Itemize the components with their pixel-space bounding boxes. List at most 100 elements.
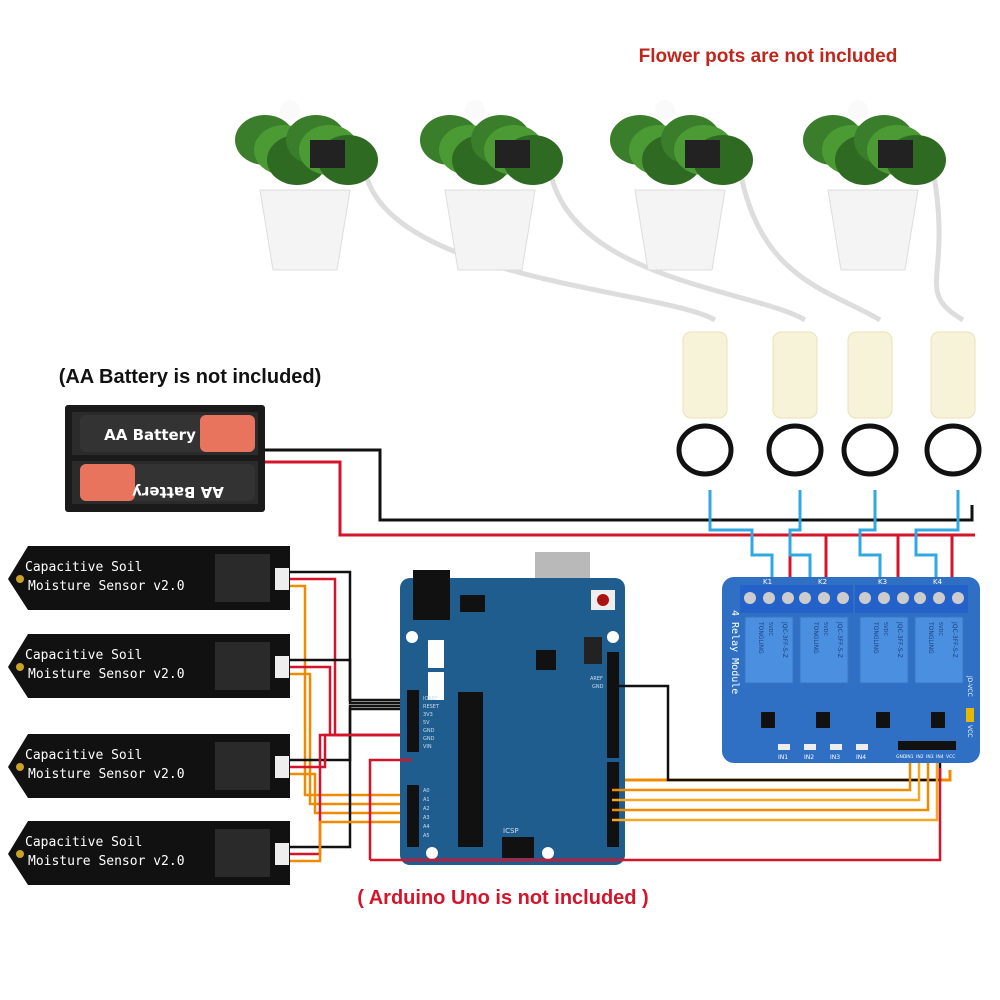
relay-model: JQC-3FF-S-Z (836, 621, 843, 658)
arduino-analog-pin-label: A4 (423, 824, 430, 830)
arduino-power-pin-label: 3V3 (423, 712, 433, 718)
water-pump (766, 331, 824, 477)
sensor-circuit (215, 829, 270, 877)
header-pin-label: IN1 (906, 754, 914, 760)
relay (914, 616, 964, 684)
flower-pots-note: Flower pots are not included (639, 46, 898, 67)
sensor-signal-wire (289, 772, 412, 815)
water-tube (737, 169, 882, 323)
sensor-connector (275, 656, 289, 678)
pump-blue-wire (708, 490, 774, 580)
screw (799, 592, 811, 604)
relay (744, 616, 794, 684)
sensor-circuit (215, 742, 270, 790)
input-led-label: IN4 (856, 754, 866, 761)
sensor-gnd-wire (289, 658, 410, 705)
pump-blue-wire (914, 490, 960, 580)
sensor-hole (16, 850, 24, 858)
pump-body (772, 331, 818, 419)
relay-channel-label: K1 (763, 578, 772, 586)
battery-red-wire (265, 460, 975, 537)
sensor-top (878, 140, 913, 168)
relay-model: JQC-3FF-S-Z (781, 621, 788, 658)
sensor-signal-wire (289, 584, 412, 797)
arduino-gnd-label: GND (592, 684, 604, 690)
sensor-label-line2: Moisture Sensor v2.0 (28, 767, 185, 782)
jumper-bottom-label: VCC (966, 725, 973, 737)
header-pin-label: IN3 (926, 754, 934, 760)
sensor-wires (289, 570, 412, 863)
screw (914, 592, 926, 604)
relay-signal-wire (612, 750, 939, 822)
relay-channel-label: K4 (933, 578, 943, 586)
pot-body (634, 189, 726, 271)
flower (655, 100, 675, 120)
sensor-connector (275, 843, 289, 865)
arduino-uno: ICSP IOREFRESET3V35VGNDGNDVINA0A1A2A3A4A… (400, 552, 625, 865)
water-tube (547, 169, 807, 323)
sensor-label-line1: Capacitive Soil (25, 748, 142, 763)
flower-pot (235, 100, 378, 271)
arduino-power-pin-label: 5V (423, 720, 430, 726)
relay-signal-wire (612, 750, 930, 812)
optocoupler (876, 712, 890, 728)
water-pump (924, 331, 982, 477)
sensor-gnd-wire (289, 570, 410, 702)
relay-model: JQC-3FF-S-Z (896, 621, 903, 658)
sensor-hole (16, 663, 24, 671)
flower-pot (610, 100, 753, 271)
sensor-top (310, 140, 345, 168)
arduino-analog-pin-label: A2 (423, 806, 430, 812)
sensor-top (685, 140, 720, 168)
water-pumps (676, 331, 982, 477)
arduino-analog-pin-label: A0 (423, 788, 430, 794)
relay-model: JQC-3FF-S-Z (951, 621, 958, 658)
sensor-top (495, 140, 530, 168)
screw (818, 592, 830, 604)
optocoupler (931, 712, 945, 728)
relay-brand: TONGLING (757, 621, 764, 654)
screw (763, 592, 775, 604)
sensor-label-line1: Capacitive Soil (25, 560, 142, 575)
pump-cable-coil (676, 423, 734, 477)
led (778, 744, 790, 750)
sensor-signal-wire (289, 672, 412, 806)
led (856, 744, 868, 750)
water-tube (362, 169, 717, 323)
arduino-power-pin-label: VIN (423, 744, 432, 750)
screw (897, 592, 909, 604)
screw (782, 592, 794, 604)
relay-voltage: 5VDC (882, 622, 888, 636)
led (830, 744, 842, 750)
battery-note: (AA Battery is not included) (59, 366, 322, 388)
sensor-hole (16, 763, 24, 771)
relay-channel-label: K3 (878, 578, 887, 586)
relay-module-title: 4 Relay Module (729, 610, 740, 694)
battery-holder: AA Battery AA Battery (65, 405, 265, 512)
relay-brand: TONGLING (812, 621, 819, 654)
sensor-circuit (215, 642, 270, 690)
jumper-top-label: JD-VCC (966, 675, 973, 697)
arduino-analog-pin-label: A3 (423, 815, 430, 821)
header-pin-label: VCC (946, 754, 955, 760)
arduino-aref-label: AREF (590, 676, 603, 682)
pump-cable-coil (766, 423, 824, 477)
input-led-label: IN1 (778, 754, 788, 761)
arduino-power-pin-label: GND (423, 728, 435, 734)
input-led-label: IN2 (804, 754, 814, 761)
pump-body (930, 331, 976, 419)
header-pin-label: GND (896, 754, 907, 760)
sensor-label-line2: Moisture Sensor v2.0 (28, 579, 185, 594)
sensor-connector (275, 756, 289, 778)
water-tubes (362, 169, 965, 323)
pot-body (827, 189, 919, 271)
battery-black-wire (265, 448, 974, 522)
water-tube (930, 169, 965, 323)
